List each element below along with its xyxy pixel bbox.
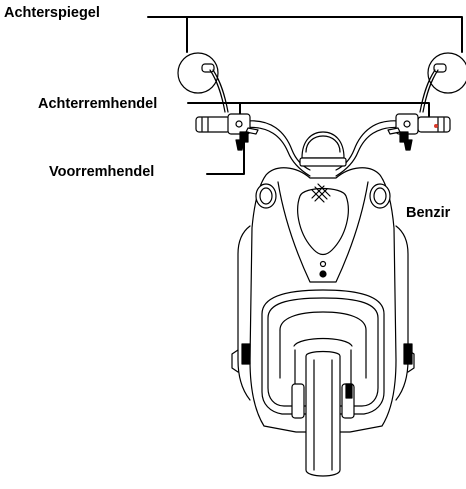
red-indicator-dot [434,124,438,128]
callout-mirror-right [187,17,462,52]
label-achterremhendel: Achterremhendel [38,96,157,113]
left-grip-assembly [196,114,258,150]
headlight [300,132,346,166]
callout-mirror-left [148,17,187,52]
callout-front-brake [207,131,244,174]
label-benzine: Benzir [406,205,450,222]
label-achterspiegel: Achterspiegel [4,5,100,22]
label-voorremhendel: Voorremhendel [49,164,154,181]
right-grip-assembly [388,114,450,150]
